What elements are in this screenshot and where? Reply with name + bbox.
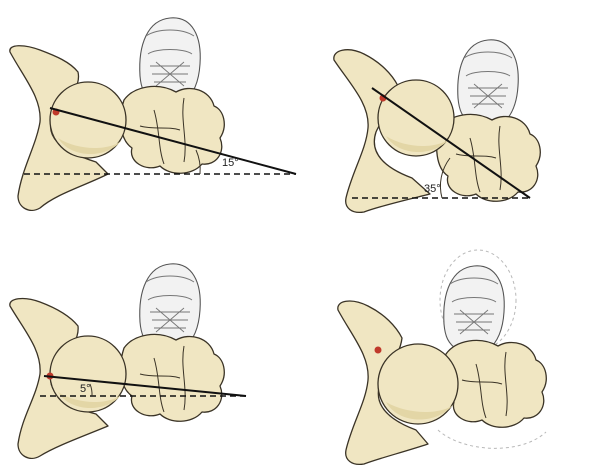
ghost-bone-outline	[438, 430, 546, 448]
angle-label: 15°	[222, 157, 239, 169]
panel-bottom-right	[338, 250, 546, 464]
leg-bone	[121, 86, 225, 173]
panel-top-left: 15°	[10, 18, 296, 210]
angle-label: 35°	[424, 183, 441, 195]
panel-top-right: 35°	[334, 40, 540, 213]
center-marker	[375, 347, 382, 354]
shoe-illustration	[444, 266, 505, 350]
angle-label: 5°	[80, 383, 91, 395]
shoe-illustration	[458, 40, 519, 124]
panel-bottom-left: 5°	[10, 264, 248, 458]
leg-bone	[121, 334, 225, 421]
